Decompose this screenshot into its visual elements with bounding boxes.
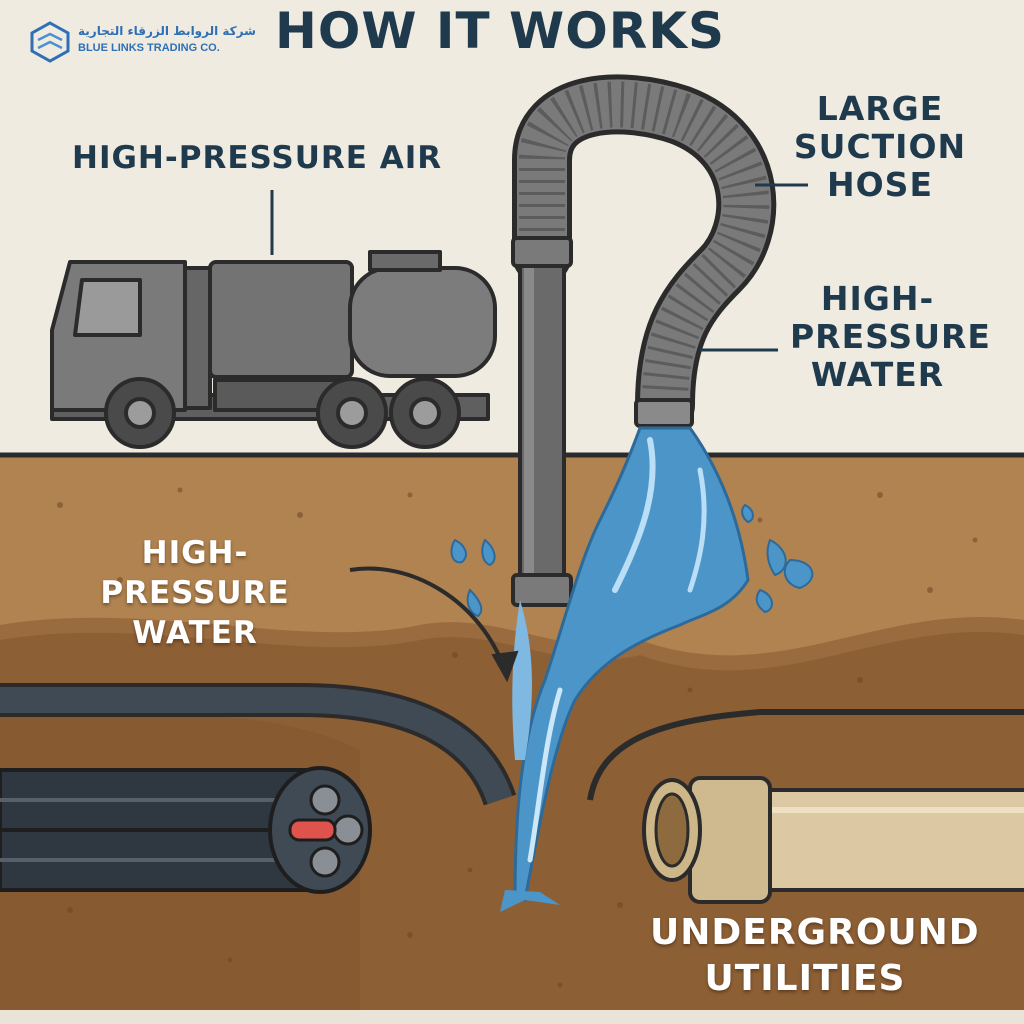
page-title: HOW IT WORKS bbox=[275, 2, 725, 60]
pipe-icon bbox=[587, 709, 1024, 904]
logo-monogram-icon bbox=[30, 21, 70, 63]
vacuum-truck-icon bbox=[50, 190, 497, 449]
water-spray-icon bbox=[450, 426, 814, 912]
cable-bundle-icon bbox=[0, 683, 517, 894]
label-high-pressure-water-left: HIGH-PRESSURE WATER bbox=[100, 535, 290, 651]
logo-name-arabic: شركة الروابط الزرقاء التجارية bbox=[78, 24, 256, 38]
logo-name-english: BLUE LINKS TRADING CO. bbox=[78, 42, 220, 54]
label-large-suction-hose: LARGE SUCTION HOSE bbox=[793, 89, 967, 204]
leader-lines bbox=[349, 183, 808, 683]
company-logo: شركة الروابط الزرقاء التجارية BLUE LINKS… bbox=[28, 20, 256, 66]
label-underground-utilities: UNDERGROUND UTILITIES bbox=[650, 912, 980, 999]
label-high-pressure-water-right: HIGH-PRESSURE WATER bbox=[790, 279, 991, 394]
label-high-pressure-air: HIGH-PRESSURE AIR bbox=[72, 140, 443, 176]
bottom-strip bbox=[0, 1010, 1024, 1024]
suction-hose-icon bbox=[511, 74, 777, 607]
